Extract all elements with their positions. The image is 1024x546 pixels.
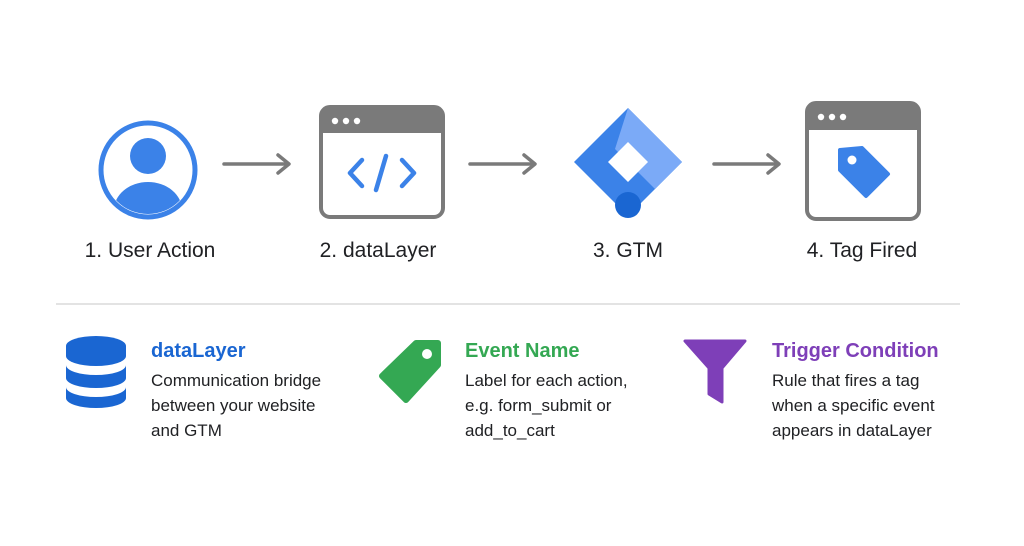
step-gtm [570, 104, 686, 222]
user-avatar-icon [98, 120, 198, 220]
legend-desc-trigger-condition: Rule that fires a tag when a specific ev… [772, 368, 982, 443]
legend-desc-line: between your website [151, 396, 316, 415]
gtm-logo-icon [574, 108, 682, 218]
step-user-action [96, 118, 200, 222]
legend-desc-line: Label for each action, [465, 371, 628, 390]
legend-desc-datalayer: Communication bridge between your websit… [151, 368, 361, 443]
tag-window-icon [805, 101, 921, 221]
legend-desc-line: add_to_cart [465, 421, 555, 440]
flow-arrow-3 [712, 152, 784, 176]
section-divider [56, 303, 960, 305]
arrow-right-icon [222, 153, 291, 175]
legend-title-datalayer: dataLayer [151, 340, 246, 362]
step-label-user-action: 1. User Action [84, 239, 216, 262]
legend-title-trigger-condition: Trigger Condition [772, 340, 939, 362]
database-icon [64, 334, 128, 410]
funnel-icon [682, 338, 748, 406]
legend-desc-line: when a specific event [772, 396, 935, 415]
step-tag-fired [804, 100, 922, 222]
legend-desc-line: e.g. form_submit or [465, 396, 612, 415]
legend-desc-line: Rule that fires a tag [772, 371, 920, 390]
legend-title-event-name: Event Name [465, 340, 580, 362]
code-window-icon [319, 105, 445, 219]
legend-desc-event-name: Label for each action, e.g. form_submit … [465, 368, 675, 443]
step-label-gtm: 3. GTM [592, 239, 663, 262]
legend-desc-line: and GTM [151, 421, 222, 440]
step-datalayer [318, 104, 446, 220]
legend-desc-line: appears in dataLayer [772, 421, 932, 440]
flow-arrow-1 [222, 152, 294, 176]
legend-desc-line: Communication bridge [151, 371, 322, 390]
tag-shape [838, 146, 890, 198]
step-label-tag-fired: 4. Tag Fired [806, 239, 918, 262]
tag-icon [374, 338, 444, 408]
arrow-right-icon [712, 153, 781, 175]
arrow-right-icon [468, 153, 537, 175]
flow-arrow-2 [468, 152, 540, 176]
step-label-datalayer: 2. dataLayer [319, 239, 437, 262]
